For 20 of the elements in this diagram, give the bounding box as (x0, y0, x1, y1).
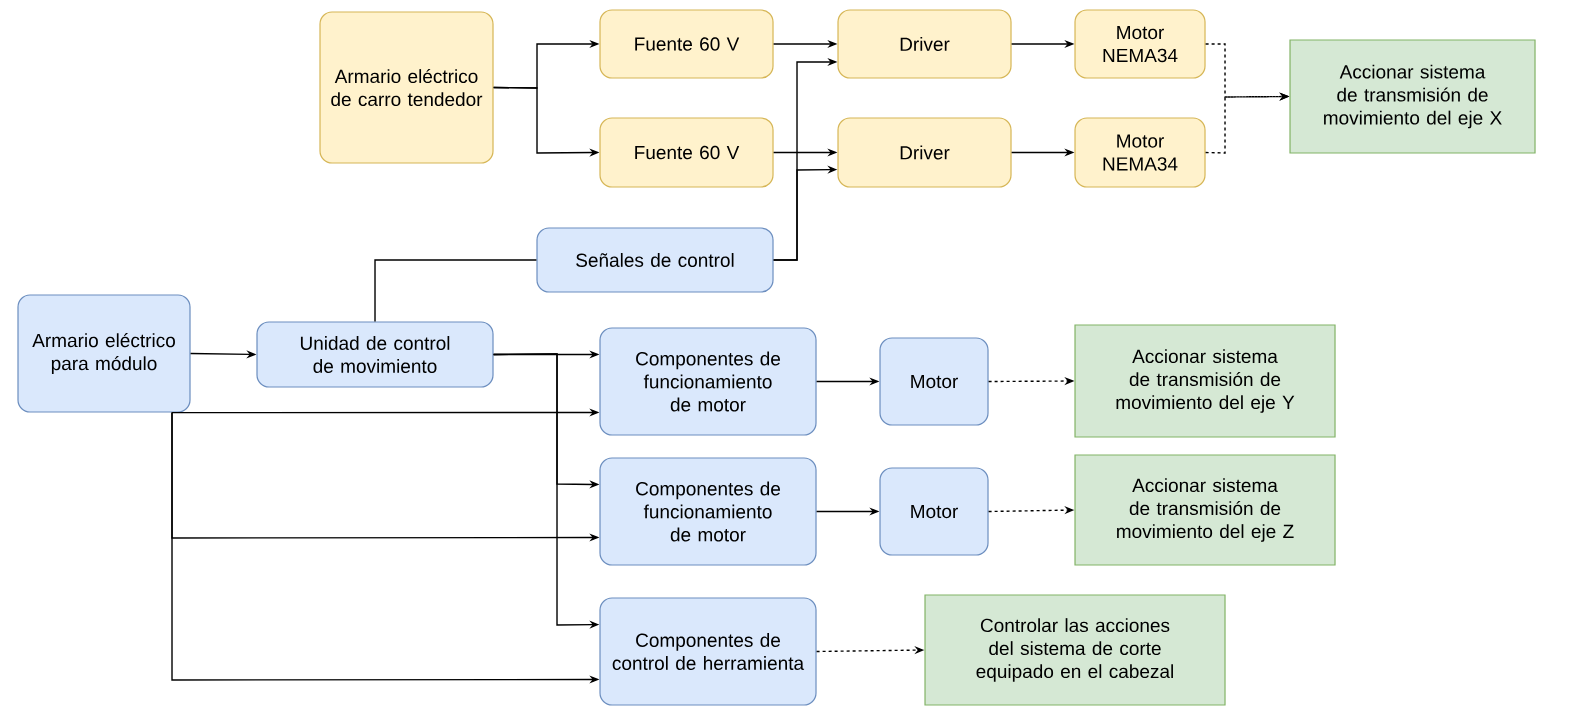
process-box: Componentes de funcionamiento de motor (599, 457, 817, 566)
process-box: Armario eléctrico para módulo (17, 294, 191, 413)
result-box: Accionar sistema de transmisión de movimiento del eje Y (1074, 324, 1336, 438)
process-box: Componentes de control de herramienta (599, 597, 817, 706)
process-box: Driver (837, 117, 1012, 188)
result-box: Controlar las acciones del sistema de corte equipado en el cabezal (924, 594, 1226, 706)
process-box: Driver (837, 9, 1012, 79)
process-box: Unidad de control de movimiento (256, 321, 494, 388)
process-box: Armario eléctrico de carro tendedor (319, 11, 494, 164)
process-box: Motor NEMA34 (1074, 9, 1206, 79)
connector-line (374, 259, 538, 323)
process-box: Motor NEMA34 (1074, 117, 1206, 188)
process-box: Fuente 60 V (599, 117, 774, 188)
process-box: Motor (879, 467, 989, 556)
result-box: Accionar sistema de transmisión de movimiento del eje X (1289, 39, 1536, 154)
process-box: Fuente 60 V (599, 9, 774, 79)
process-box: Componentes de funcionamiento de motor (599, 327, 817, 436)
process-box: Señales de control (536, 227, 774, 293)
process-box: Motor (879, 337, 989, 426)
result-box: Accionar sistema de transmisión de movimiento del eje Z (1074, 454, 1336, 566)
